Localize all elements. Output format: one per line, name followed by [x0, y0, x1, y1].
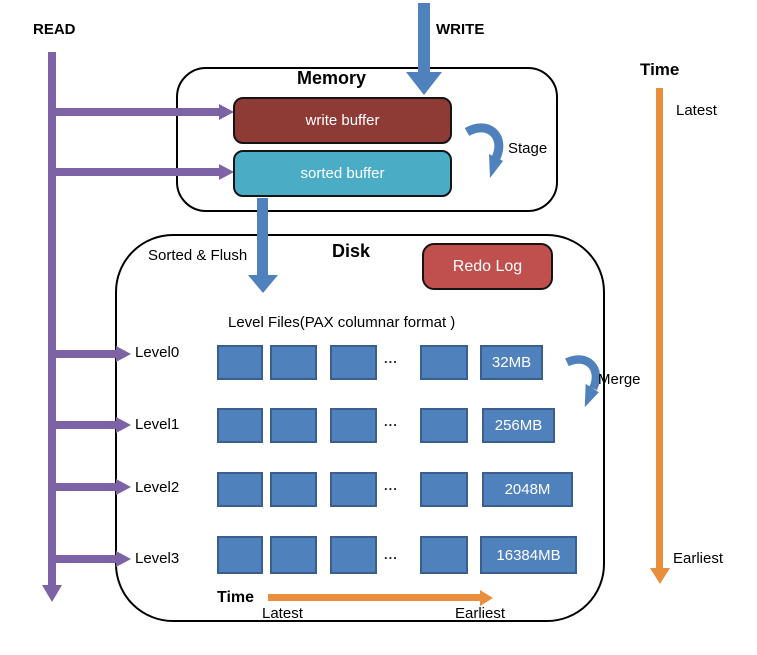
write-label: WRITE — [436, 21, 485, 38]
time-bottom-end-label: Earliest — [455, 605, 506, 622]
stage-curved-arrow-icon — [464, 123, 504, 178]
level-label: Level3 — [135, 550, 180, 567]
flush-label: Sorted & Flush — [148, 247, 248, 264]
flush-arrow-shaft — [257, 198, 268, 275]
branch-shaft — [52, 421, 116, 429]
file-box — [217, 408, 263, 443]
file-box — [420, 472, 468, 507]
file-box — [420, 345, 468, 380]
branch-shaft — [52, 555, 116, 563]
time-right-title: Time — [640, 60, 680, 79]
time-right-arrow-shaft — [656, 88, 663, 568]
file-box — [330, 536, 377, 574]
branch-shaft — [52, 108, 219, 116]
time-bottom-arrow-shaft — [268, 594, 480, 601]
time-right-end-label: Earliest — [673, 550, 724, 567]
branch-shaft — [52, 168, 219, 176]
stage-label: Stage — [508, 140, 548, 157]
memory-title: Memory — [297, 68, 367, 88]
write-arrow-shaft — [418, 3, 430, 72]
read-label: READ — [33, 21, 76, 38]
file-box — [270, 408, 317, 443]
file-box — [420, 536, 468, 574]
branch-arrowhead-icon — [219, 104, 234, 120]
ellipsis: ... — [384, 478, 398, 493]
level-label: Level2 — [135, 479, 180, 496]
file-box — [217, 345, 263, 380]
time-bottom-arrowhead-icon — [480, 590, 493, 606]
level-label: Level0 — [135, 344, 180, 361]
file-box — [330, 408, 377, 443]
level-size-box: 256MB — [482, 408, 555, 443]
file-box — [270, 345, 317, 380]
write-arrowhead-icon — [406, 72, 442, 95]
branch-arrowhead-icon — [219, 164, 234, 180]
file-box — [217, 536, 263, 574]
ellipsis: ... — [384, 547, 398, 562]
level-size-box: 2048M — [482, 472, 573, 507]
branch-arrowhead-icon — [116, 346, 131, 362]
time-bottom-start-label: Latest — [262, 605, 303, 622]
level-label: Level1 — [135, 416, 180, 433]
time-bottom-title: Time — [217, 589, 255, 606]
ellipsis: ... — [384, 414, 398, 429]
branch-shaft — [52, 350, 116, 358]
read-line — [48, 52, 56, 585]
read-arrowhead-icon — [42, 585, 62, 602]
file-box — [270, 472, 317, 507]
file-box — [330, 345, 377, 380]
file-box — [420, 408, 468, 443]
merge-label: Merge — [598, 371, 641, 388]
level-size-box: 16384MB — [480, 536, 577, 574]
ellipsis: ... — [384, 351, 398, 366]
file-box — [330, 472, 377, 507]
redo-log-box: Redo Log — [422, 243, 553, 290]
branch-arrowhead-icon — [116, 479, 131, 495]
write-buffer-box: write buffer — [233, 97, 452, 144]
file-box — [217, 472, 263, 507]
time-right-arrowhead-icon — [650, 568, 670, 584]
level-size-box: 32MB — [480, 345, 543, 380]
disk-title: Disk — [332, 241, 371, 261]
flush-arrowhead-icon — [248, 275, 278, 293]
level-files-caption: Level Files(PAX columnar format ) — [228, 314, 456, 331]
branch-arrowhead-icon — [116, 417, 131, 433]
branch-arrowhead-icon — [116, 551, 131, 567]
sorted-buffer-box: sorted buffer — [233, 150, 452, 197]
time-right-start-label: Latest — [676, 102, 717, 119]
file-box — [270, 536, 317, 574]
branch-shaft — [52, 483, 116, 491]
merge-curved-arrow-icon — [565, 355, 601, 408]
